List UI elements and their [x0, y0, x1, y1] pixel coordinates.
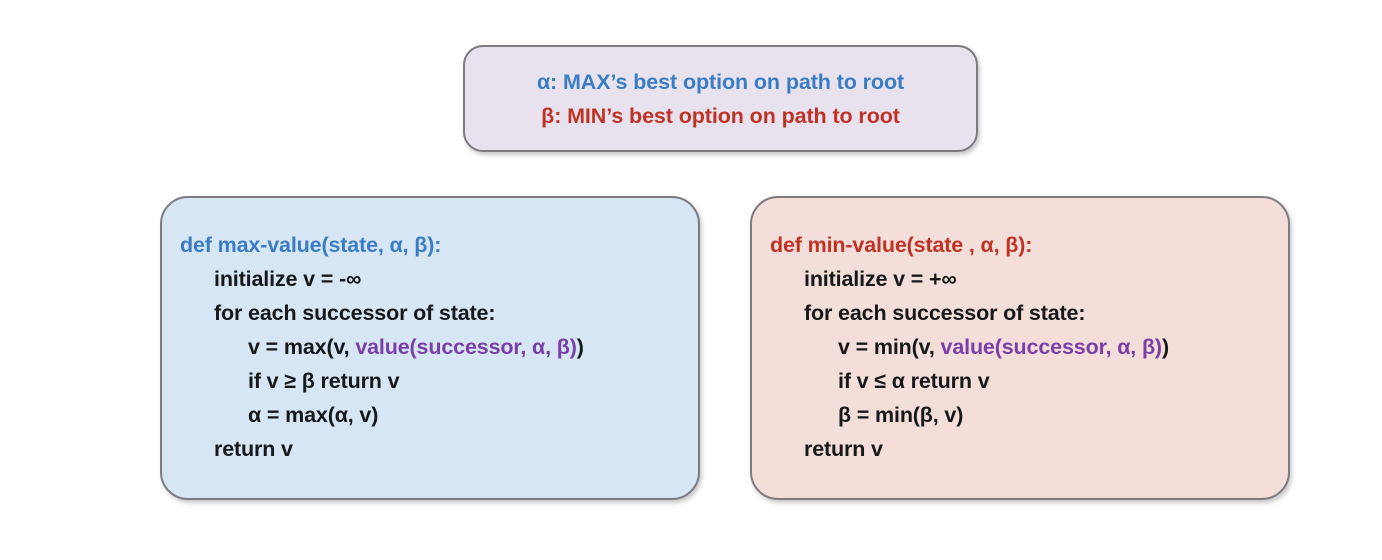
min-value-line-update-beta: β = min(β, v) [838, 403, 964, 427]
max-value-signature: def max-value(state, α, β): [180, 233, 442, 257]
max-value-line-prune-check: if v ≥ β return v [248, 369, 400, 393]
min-value-line-prune-check: if v ≤ α return v [838, 369, 990, 393]
max-value-line-update-alpha: α = max(α, v) [248, 403, 379, 427]
max-value-assign-prefix: v = max(v, [248, 335, 356, 359]
max-value-assign-suffix: ) [576, 335, 584, 359]
max-value-line-for-each: for each successor of state: [214, 301, 496, 325]
max-value-recursive-call: value(successor, α, β) [355, 335, 577, 359]
min-value-line-for-each: for each successor of state: [804, 301, 1086, 325]
alpha-beta-legend-box: α: MAX’s best option on path to root β: … [463, 45, 978, 152]
max-value-line-return: return v [214, 437, 293, 461]
max-value-pseudocode-panel: def max-value(state, α, β): initialize v… [160, 196, 700, 500]
min-value-pseudocode-panel: def min-value(state , α, β): initialize … [750, 196, 1290, 500]
min-value-signature: def min-value(state , α, β): [770, 233, 1033, 257]
min-value-recursive-call: value(successor, α, β) [940, 335, 1163, 359]
min-value-line-initialize: initialize v = +∞ [804, 267, 957, 291]
min-value-assign-suffix: ) [1161, 335, 1169, 359]
max-value-line-initialize: initialize v = -∞ [214, 267, 362, 291]
min-value-line-return: return v [804, 437, 883, 461]
min-value-assign-prefix: v = min(v, [838, 335, 941, 359]
max-value-line-assign-v: v = max(v, value(successor, α, β)) [180, 330, 698, 364]
min-value-line-assign-v: v = min(v, value(successor, α, β)) [770, 330, 1288, 364]
legend-alpha-line: α: MAX’s best option on path to root [536, 69, 905, 94]
legend-beta-line: β: MIN’s best option on path to root [541, 103, 900, 128]
